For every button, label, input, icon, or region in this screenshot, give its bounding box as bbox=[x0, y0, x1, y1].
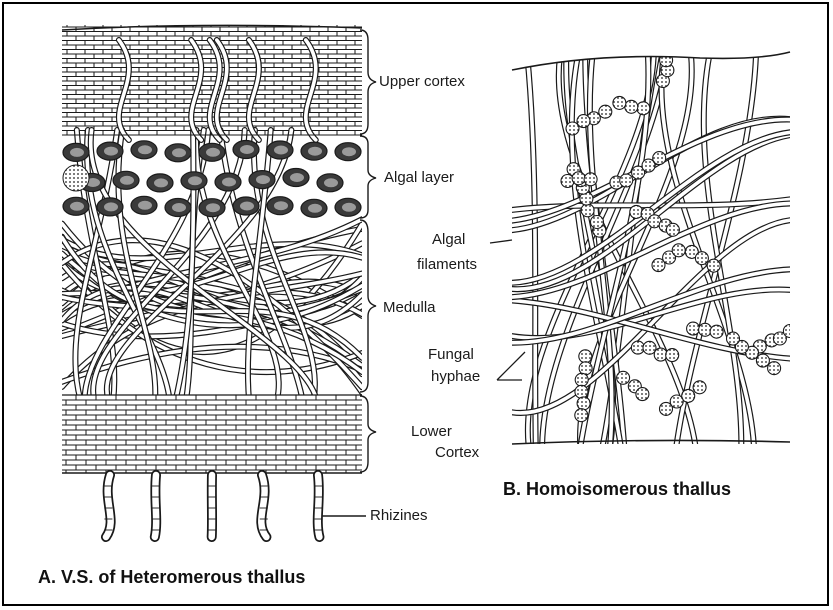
algal-filament-cell bbox=[636, 388, 649, 401]
label-algal-layer: Algal layer bbox=[384, 169, 454, 187]
algal-filament-cell bbox=[575, 409, 588, 422]
brace-upper-cortex bbox=[360, 30, 376, 134]
algal-filament-cell bbox=[599, 105, 612, 118]
algal-filament-cell bbox=[617, 371, 630, 384]
caption-panel-b: B. Homoisomerous thallus bbox=[503, 479, 731, 500]
algal-filament-cell bbox=[653, 152, 666, 165]
algal-filament-cell bbox=[687, 322, 700, 335]
rhizines-group bbox=[104, 475, 322, 537]
algal-filament-cell bbox=[660, 54, 673, 67]
algal-filament-cell bbox=[672, 244, 685, 257]
brace-lower-cortex bbox=[360, 396, 376, 472]
algal-filament-cell bbox=[637, 102, 650, 115]
algal-filament-cell bbox=[665, 32, 678, 45]
label-upper-cortex: Upper cortex bbox=[379, 73, 465, 91]
algal-filament-cell bbox=[707, 259, 720, 272]
homoisomerous-section bbox=[512, 32, 806, 450]
algal-filament-cell bbox=[666, 223, 679, 236]
heteromerous-section bbox=[62, 25, 362, 473]
algal-filament-cell bbox=[699, 323, 712, 336]
algal-filament-cell bbox=[727, 332, 740, 345]
algal-filament-cell bbox=[575, 385, 588, 398]
algal-filament-cell bbox=[625, 100, 638, 113]
section-braces bbox=[360, 30, 376, 472]
algal-cell-light bbox=[63, 165, 89, 191]
label-lower-cortex-line1: Lower bbox=[411, 423, 452, 441]
label-medulla: Medulla bbox=[383, 299, 436, 317]
label-algal-filaments-line1: Algal bbox=[432, 231, 465, 249]
algal-filaments-pointer bbox=[490, 240, 512, 243]
algal-filament-cell bbox=[566, 122, 579, 135]
algal-filament-cell bbox=[756, 354, 769, 367]
algal-filament-cell bbox=[575, 373, 588, 386]
algal-filament-cell bbox=[577, 115, 590, 128]
label-fungal-hyphae-line1: Fungal bbox=[428, 346, 474, 364]
algal-filament-cell bbox=[665, 44, 678, 57]
algal-filament-cell bbox=[666, 349, 679, 362]
algal-filament-cell bbox=[695, 252, 708, 265]
algal-filament-cell bbox=[572, 172, 585, 185]
label-algal-filaments-line2: filaments bbox=[417, 256, 477, 274]
algal-filament-cell bbox=[584, 173, 597, 186]
algal-filament-cell bbox=[613, 96, 626, 109]
lower-cortex-region bbox=[62, 395, 362, 473]
algal-filament-cell bbox=[620, 174, 633, 187]
algal-filament-cell bbox=[710, 325, 723, 338]
algal-filament-cell bbox=[768, 362, 781, 375]
brace-algal-layer bbox=[360, 136, 376, 218]
algal-filament-cell bbox=[693, 381, 706, 394]
algal-filament-cell bbox=[631, 341, 644, 354]
algal-filament-cell bbox=[579, 350, 592, 363]
label-lower-cortex-line2: Cortex bbox=[435, 444, 479, 462]
brace-medulla bbox=[360, 220, 376, 392]
algal-filament-cell bbox=[660, 402, 673, 415]
algal-filament-cell bbox=[783, 325, 796, 338]
label-fungal-hyphae-line2: hyphae bbox=[431, 368, 480, 386]
label-rhizines: Rhizines bbox=[370, 507, 428, 525]
caption-panel-a: A. V.S. of Heteromerous thallus bbox=[38, 567, 305, 588]
algal-filament-cell bbox=[577, 397, 590, 410]
algal-filament-cell bbox=[581, 204, 594, 217]
algal-filament-cell bbox=[793, 316, 806, 329]
algal-filament-cell bbox=[591, 216, 604, 229]
